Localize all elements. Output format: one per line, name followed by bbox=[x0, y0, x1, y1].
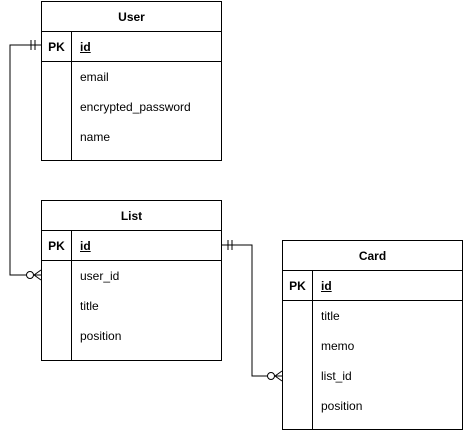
pk-label: PK bbox=[283, 271, 313, 300]
attr-title: title bbox=[80, 299, 99, 313]
entity-card-title: Card bbox=[283, 241, 462, 271]
relationship-user-list bbox=[9, 40, 42, 281]
crowfoot-mark bbox=[274, 370, 283, 377]
attr-user-id: user_id bbox=[80, 269, 120, 283]
attr-list-id: list_id bbox=[321, 369, 352, 383]
pk-field-id: id bbox=[80, 39, 91, 54]
pk-field-id: id bbox=[321, 278, 332, 293]
entity-list-title: List bbox=[42, 201, 221, 231]
connector-line bbox=[9, 44, 41, 276]
attr-email: email bbox=[80, 70, 109, 84]
relationship-list-card bbox=[222, 240, 283, 382]
crowfoot-mark bbox=[33, 274, 42, 281]
zero-mark bbox=[26, 271, 34, 279]
connector-line bbox=[222, 244, 282, 377]
pk-field-id: id bbox=[80, 238, 91, 253]
pk-label: PK bbox=[42, 231, 72, 260]
zero-mark bbox=[267, 372, 275, 380]
crowfoot-mark bbox=[33, 269, 42, 276]
attr-encrypted-password: encrypted_password bbox=[80, 100, 191, 114]
entity-list-pk-row: PK id bbox=[42, 231, 221, 261]
entity-list[interactable]: List PK id user_id title position bbox=[41, 200, 222, 361]
entity-user[interactable]: User PK id email encrypted_password name bbox=[41, 1, 222, 161]
entity-user-title: User bbox=[42, 2, 221, 32]
entity-card-pk-row: PK id bbox=[283, 271, 462, 301]
attr-name: name bbox=[80, 130, 111, 144]
crowfoot-mark bbox=[274, 375, 283, 382]
entity-card[interactable]: Card PK id title memo list_id position bbox=[282, 240, 463, 430]
pk-label: PK bbox=[42, 32, 72, 61]
attr-position: position bbox=[80, 329, 122, 343]
attr-memo: memo bbox=[321, 339, 355, 353]
attr-position: position bbox=[321, 399, 363, 413]
attr-title: title bbox=[321, 309, 340, 323]
entity-user-pk-row: PK id bbox=[42, 32, 221, 62]
